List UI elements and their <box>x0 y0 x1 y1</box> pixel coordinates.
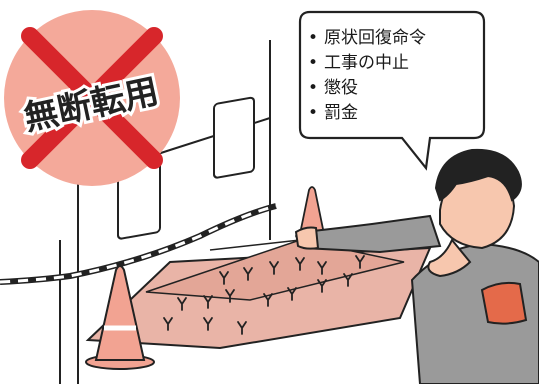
official-person <box>294 148 539 384</box>
traffic-cone-left <box>85 265 155 370</box>
penalty-list: 原状回復命令 工事の中止 懲役 罰金 <box>308 26 426 126</box>
penalty-item: 原状回復命令 <box>308 26 426 51</box>
penalty-item: 工事の中止 <box>308 51 426 76</box>
window-right <box>213 96 255 179</box>
sprout-marks <box>163 255 365 335</box>
prohibited-badge: 無断転用 <box>4 10 180 186</box>
penalty-item: 懲役 <box>308 76 426 101</box>
penalty-item: 罰金 <box>308 101 426 126</box>
barrier-rope <box>0 203 277 285</box>
